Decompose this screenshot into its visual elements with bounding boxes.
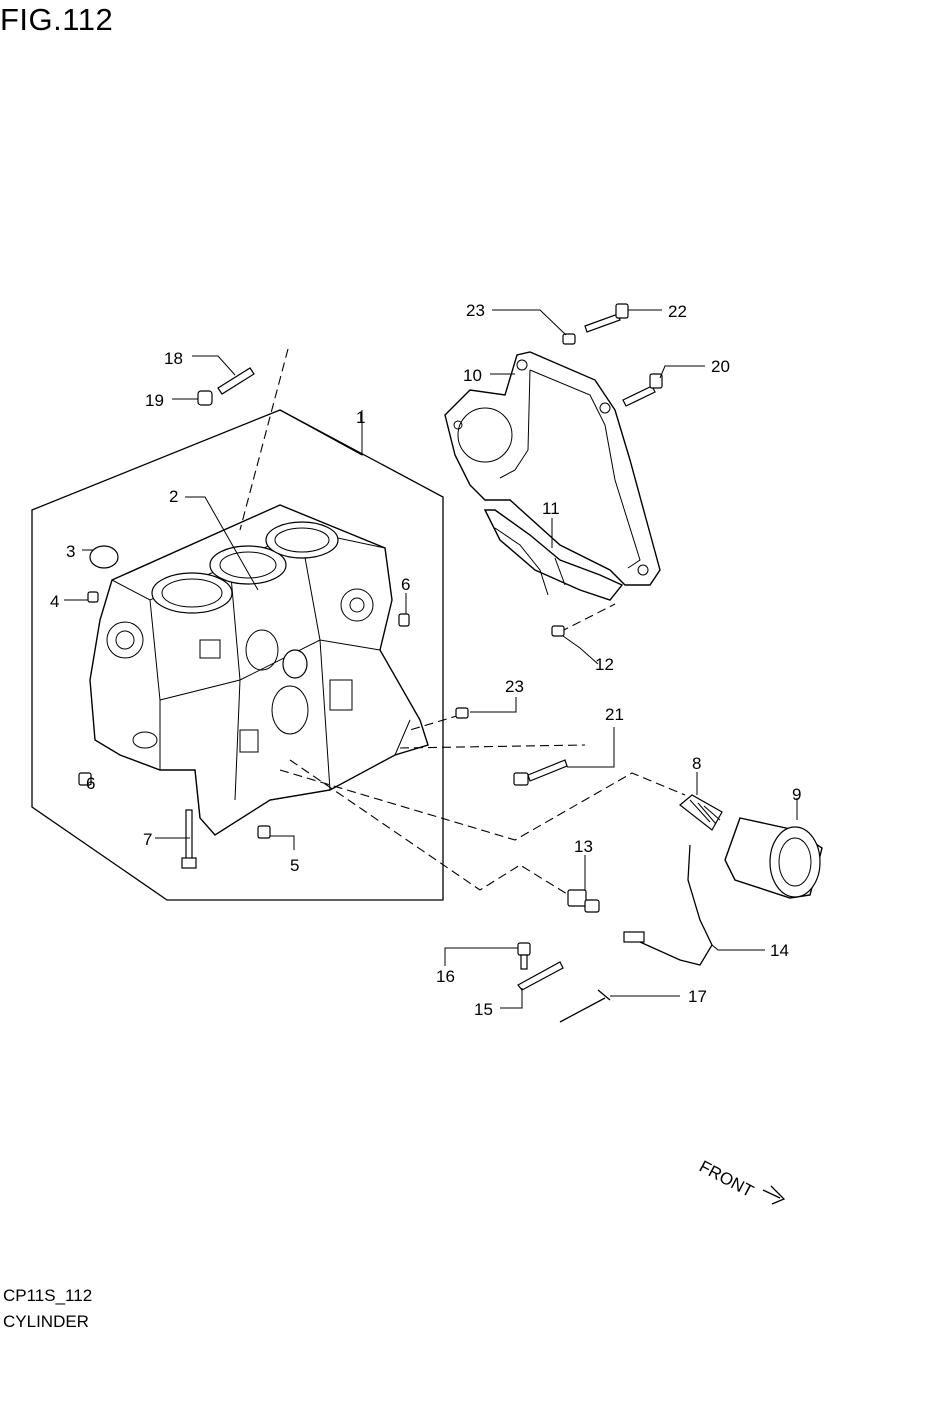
dash-18	[239, 348, 289, 531]
oil-filter-union[interactable]	[679, 794, 723, 831]
oil-filter[interactable]	[724, 817, 823, 899]
assembly-outline	[31, 409, 444, 901]
callout-6-left: 6	[86, 774, 95, 793]
cylinder-block[interactable]	[89, 504, 429, 836]
callout-20: 20	[711, 357, 730, 376]
dash-12	[559, 603, 616, 633]
callout-8: 8	[692, 754, 701, 773]
dipstick[interactable]	[559, 989, 611, 1023]
plug-6-right[interactable]	[398, 613, 410, 627]
front-arrow-icon	[762, 1185, 786, 1205]
callout-2: 2	[169, 487, 178, 506]
stud-bolt[interactable]	[217, 367, 255, 395]
plate-cover[interactable]	[483, 509, 624, 601]
bolt-21[interactable]	[513, 759, 568, 786]
callout-1: 1	[356, 408, 365, 427]
callout-10: 10	[463, 366, 482, 385]
bolt-20[interactable]	[622, 373, 663, 407]
callout-11: 11	[542, 499, 560, 518]
dash-filter	[279, 769, 686, 841]
dowel-23-top[interactable]	[562, 333, 576, 345]
dipstick-guide[interactable]	[623, 844, 713, 966]
bolt-7[interactable]	[181, 809, 197, 869]
bolt-16[interactable]	[517, 942, 531, 970]
callout-23-top: 23	[466, 301, 485, 320]
seal-ring[interactable]	[282, 649, 308, 679]
dash-23-21	[399, 714, 586, 749]
oil-pressure-switch[interactable]	[567, 889, 600, 913]
bracket-15[interactable]	[517, 961, 564, 991]
callout-3: 3	[66, 542, 75, 561]
nut-19[interactable]	[197, 390, 213, 406]
front-label: FRONT	[696, 1157, 757, 1201]
callout-22: 22	[668, 302, 687, 321]
callout-23-mid: 23	[505, 677, 524, 696]
callout-9: 9	[792, 785, 801, 804]
callout-16: 16	[436, 967, 455, 986]
callout-6-right: 6	[401, 575, 410, 594]
rear-plate[interactable]	[444, 351, 661, 586]
callout-17: 17	[688, 987, 707, 1006]
callout-13: 13	[574, 837, 593, 856]
callout-4: 4	[50, 592, 59, 611]
callout-19: 19	[145, 391, 164, 410]
callout-18: 18	[164, 349, 183, 368]
leader-lines	[64, 309, 798, 1009]
callout-14: 14	[770, 941, 789, 960]
figure-title: FIG.112	[0, 2, 114, 37]
expansion-plug[interactable]	[89, 545, 119, 569]
plug-small[interactable]	[87, 591, 99, 603]
callout-5: 5	[290, 856, 299, 875]
figure-caption: CYLINDER	[3, 1312, 89, 1331]
callout-7: 7	[143, 830, 152, 849]
dowel-23-mid[interactable]	[455, 707, 469, 719]
callout-21: 21	[605, 705, 624, 724]
bolt-22[interactable]	[584, 303, 629, 333]
figure-code: CP11S_112	[3, 1286, 93, 1305]
callout-12: 12	[595, 655, 614, 674]
drain-plug[interactable]	[257, 825, 271, 839]
callout-15: 15	[474, 1000, 493, 1019]
bolt-12[interactable]	[551, 625, 565, 637]
dash-sensor	[289, 759, 573, 898]
